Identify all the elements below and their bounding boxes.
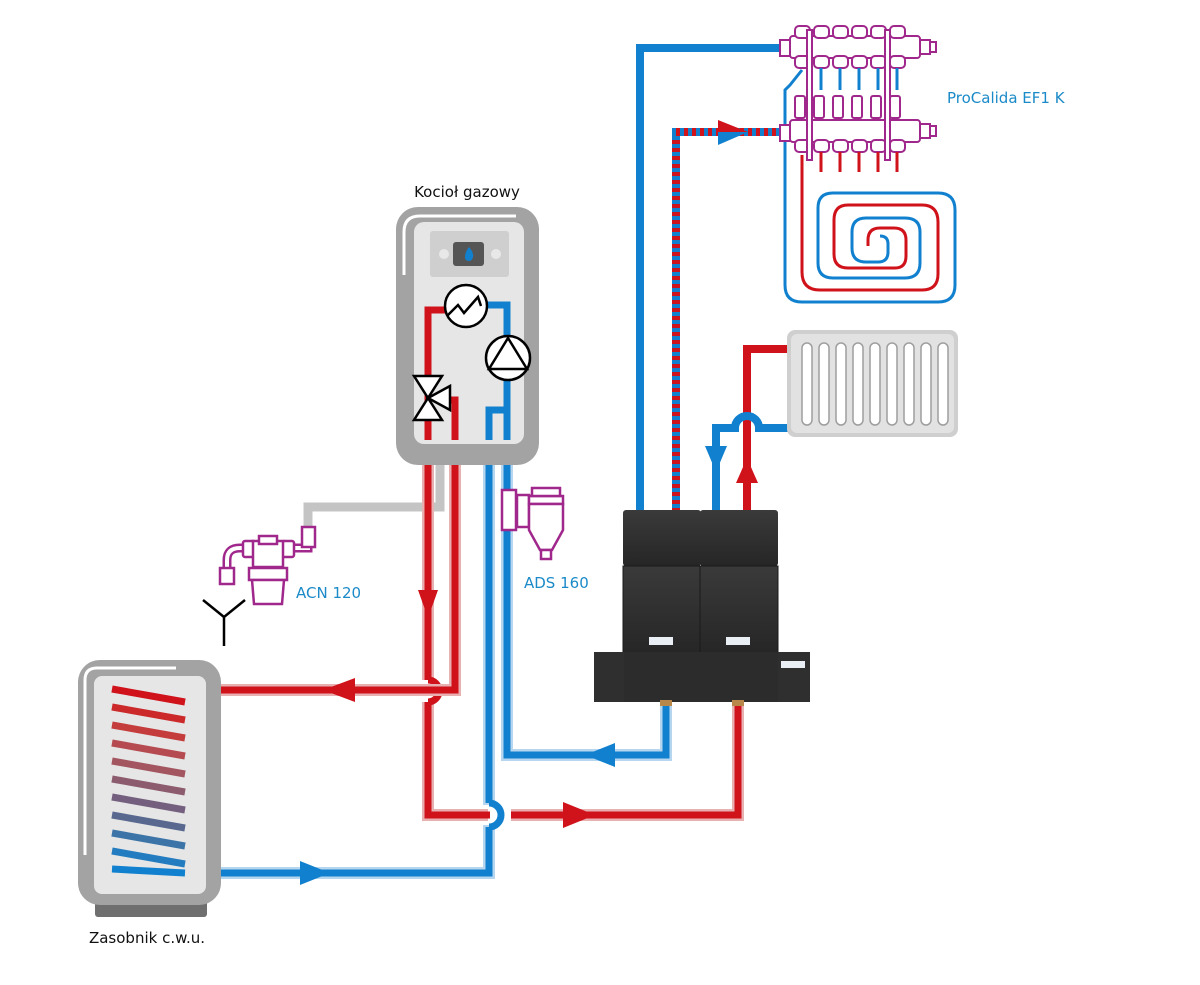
ads-160-separator[interactable] [500,486,565,561]
ads-label: ADS 160 [524,574,589,592]
flame-icon [465,247,474,261]
pipe-blue-radiator-return [712,412,790,512]
brand-plate [649,637,673,645]
pipe-red-radiator-supply [743,345,790,512]
arrow-right-blue [300,861,330,885]
pipe-blue-manifold-return [636,44,790,512]
manifold-label: ProCalida EF1 K [947,89,1066,107]
flow-arrows [300,120,758,885]
pipe-grey-cold-water [303,462,445,530]
boiler[interactable] [396,207,539,465]
arrow-up-red [736,458,758,483]
arrow-down-red [418,590,438,618]
dhw-tank[interactable] [78,660,221,917]
brand-plate [726,637,750,645]
arrow-down-blue [705,446,727,472]
arrow-right-mixed-blue [718,132,748,145]
floor-heating-loop [783,69,957,304]
acn-label: ACN 120 [296,584,361,602]
tank-coil [111,685,186,877]
heat-exchanger-icon [443,283,489,329]
three-way-valve-icon [411,374,452,422]
manifold[interactable] [779,25,937,172]
arrow-left-blue [585,743,615,767]
drain-icon [202,599,246,646]
pump-icon [484,334,532,382]
brand-plate [781,661,805,668]
arrow-right-red [563,802,595,828]
tank-label: Zasobnik c.w.u. [89,929,205,947]
radiator[interactable] [787,330,958,437]
floor-loop-red [800,155,940,292]
arrow-right-mixed-red [718,120,748,132]
arrow-left-red [323,678,355,702]
boiler-label: Kocioł gazowy [414,183,520,201]
hydraulic-module[interactable] [594,510,810,706]
floor-loop-blue [783,69,957,304]
acn-120-valve[interactable] [218,525,317,606]
